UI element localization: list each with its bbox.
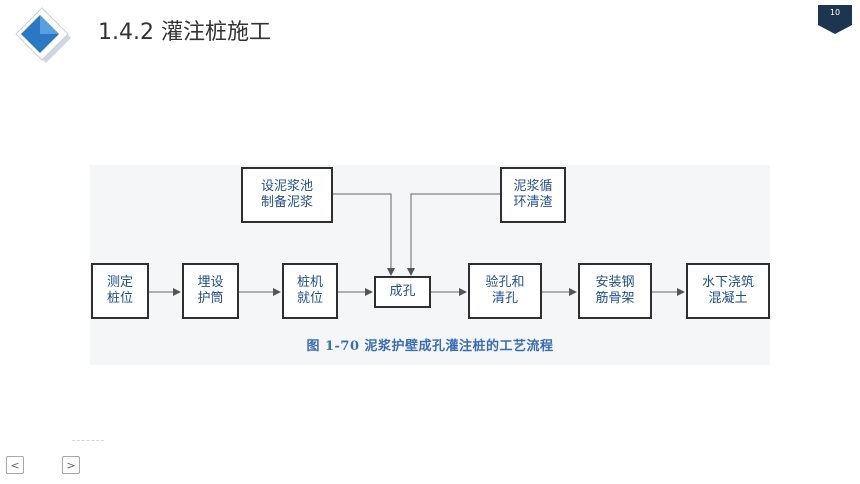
box-rig-in-place: 桩机 就位: [282, 263, 338, 319]
box-install-casing: 埋设 护筒: [182, 263, 239, 319]
box-survey-pile-position: 测定 桩位: [91, 263, 149, 319]
page-number: 10: [829, 8, 841, 17]
prev-slide-button[interactable]: <: [6, 456, 24, 474]
box-underwater-concrete: 水下浇筑 混凝土: [686, 263, 770, 319]
chevron-left-icon: <: [10, 458, 20, 472]
page-badge-icon: [818, 5, 852, 34]
page-title: 1.4.2 灌注桩施工: [98, 20, 271, 45]
chevron-right-icon: >: [66, 458, 76, 472]
box-inspect-clean: 验孔和 清孔: [468, 263, 542, 319]
box-slurry-prep: 设泥浆池 制备泥浆: [241, 167, 333, 223]
box-slurry-circulation: 泥浆循 环清渣: [500, 167, 566, 223]
figure-caption: 图 1-70 泥浆护壁成孔灌注桩的工艺流程: [306, 339, 554, 354]
logo-diamond-icon: [15, 7, 71, 63]
box-drill-hole: 成孔: [374, 276, 431, 308]
box-install-cage: 安装钢 筋骨架: [578, 263, 652, 319]
decorative-dash: [72, 440, 104, 441]
next-slide-button[interactable]: >: [62, 456, 80, 474]
